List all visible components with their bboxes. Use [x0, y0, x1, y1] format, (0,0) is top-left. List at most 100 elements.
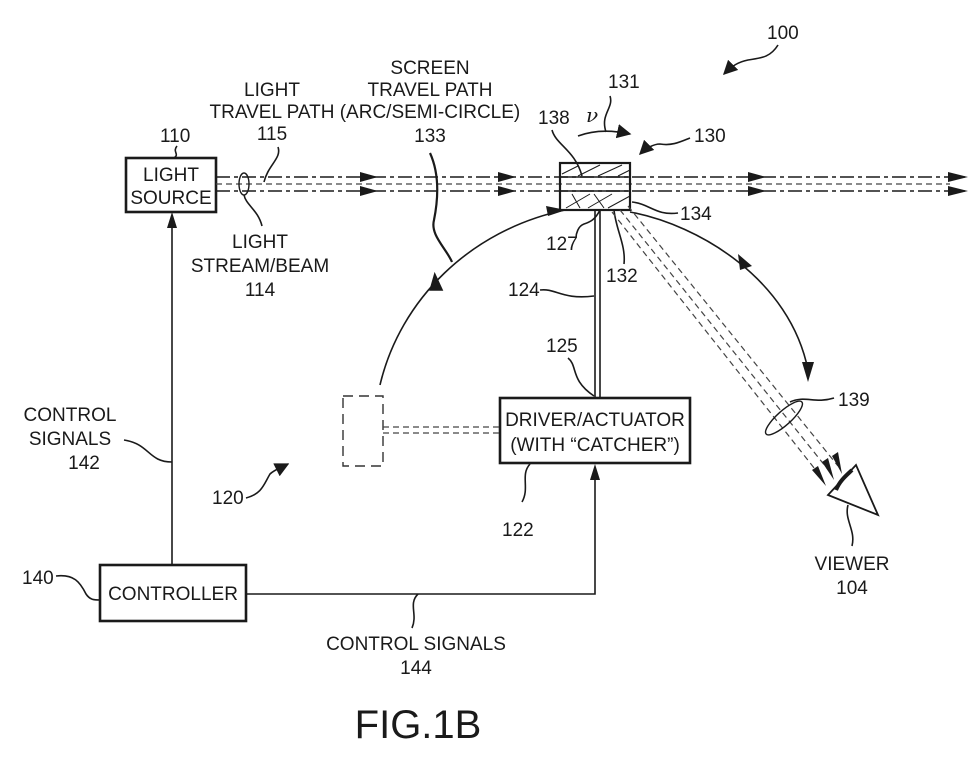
ref-132: 132: [606, 266, 638, 287]
figure-title: FIG.1B: [355, 703, 482, 747]
driver-box: [498, 396, 692, 465]
reflected-beam: [611, 211, 823, 479]
ref-134: 134: [680, 204, 712, 225]
control-signals-142-line2: SIGNALS: [29, 429, 111, 450]
ref-122: 122: [502, 520, 534, 541]
light-travel-path-label: LIGHT TRAVEL PATH 115: [210, 80, 335, 183]
velocity-indicator: ν 131: [577, 72, 640, 139]
control-signals-142-line1: CONTROL: [24, 405, 117, 426]
light-source-label-line2: SOURCE: [130, 188, 211, 209]
driver-actuator: DRIVER/ACTUATOR (WITH “CATCHER”) 122: [498, 396, 692, 541]
viewer-eye-pupil: [834, 468, 854, 491]
beam-arrow: [748, 172, 766, 182]
control-signals-142: CONTROL SIGNALS 142: [24, 212, 177, 565]
leader-122: [521, 463, 531, 503]
leader-140: [55, 574, 101, 601]
ref-127: 127: [546, 234, 578, 255]
ref-115: 115: [257, 124, 287, 145]
ref-133: 133: [414, 126, 446, 147]
arc-right: [629, 211, 809, 371]
velocity-symbol: ν: [586, 103, 598, 127]
light-stream-line2: STREAM/BEAM: [191, 256, 329, 277]
signal-arrow-144: [590, 464, 600, 480]
system-100-callout: 100: [722, 23, 799, 76]
arc-arrow: [546, 206, 566, 216]
beam-arrow: [948, 172, 968, 182]
viewer-eye-icon: [826, 463, 880, 517]
ref-144: 144: [400, 658, 432, 679]
beam-arrow: [748, 186, 766, 196]
light-stream-line1: LIGHT: [232, 232, 288, 253]
lens: 139: [764, 390, 870, 436]
screen-rest-position: [342, 395, 500, 467]
beam-arrow: [812, 466, 826, 486]
beam-arrow: [360, 172, 378, 182]
light-travel-path-line2: TRAVEL PATH: [210, 102, 335, 123]
controller-label: CONTROLLER: [108, 584, 238, 605]
leader-125: [567, 357, 595, 397]
leader-115: [263, 146, 280, 183]
leader-127: [575, 209, 601, 239]
leader-104: [846, 504, 854, 547]
beam-arrow: [498, 186, 516, 196]
light-beam: [216, 172, 968, 196]
light-travel-path-line1: LIGHT: [244, 80, 300, 101]
leader-132: [613, 209, 626, 265]
light-stream-label: LIGHT STREAM/BEAM 114: [191, 194, 329, 301]
screen-travel-path-label: SCREEN TRAVEL PATH (ARC/SEMI-CIRCLE) 133: [340, 58, 521, 263]
system-120-callout: 120: [212, 463, 290, 509]
screen-assembly: 138 130 134 127 132: [538, 108, 726, 287]
ref-142: 142: [68, 453, 100, 474]
lens-shape: [764, 400, 804, 436]
ref-124: 124: [508, 280, 540, 301]
arc-arrow: [802, 362, 814, 382]
reflected-beams: [611, 205, 842, 486]
ref-139: 139: [838, 390, 870, 411]
velocity-arrow: [577, 124, 632, 139]
leader-arrow-130: [638, 137, 691, 156]
controller: CONTROLLER 140: [22, 563, 248, 623]
ref-100: 100: [767, 23, 799, 44]
viewer: VIEWER 104: [815, 463, 890, 599]
screen-rest-box: [342, 395, 384, 467]
leader-138: [551, 129, 583, 177]
leader-arrow-100: [722, 44, 779, 76]
beam-arrow: [822, 458, 834, 480]
rod: 124 125: [508, 210, 601, 398]
leader-144: [411, 593, 419, 629]
beam-arrow: [832, 452, 842, 474]
leader-arrow-120: [245, 463, 290, 499]
leader-139: [789, 397, 835, 403]
control-signals-144: CONTROL SIGNALS 144: [246, 464, 600, 679]
leader-142: [123, 439, 173, 463]
controller-box: [98, 563, 248, 623]
screen-hatch-top: [561, 164, 631, 177]
light-source: LIGHT SOURCE 110: [124, 126, 218, 214]
ref-125: 125: [546, 336, 578, 357]
screen-travel-line1: SCREEN: [390, 58, 469, 79]
ref-120: 120: [212, 488, 244, 509]
ref-131: 131: [608, 72, 640, 93]
beam-arrow: [948, 186, 968, 196]
ref-110: 110: [160, 126, 190, 147]
ref-138: 138: [538, 108, 570, 129]
light-source-label-line1: LIGHT: [143, 165, 199, 186]
leader-134: [631, 201, 679, 215]
beam-arrow: [498, 172, 516, 182]
control-signals-144-label: CONTROL SIGNALS: [326, 634, 506, 655]
ref-130: 130: [694, 126, 726, 147]
arc-arrow: [429, 271, 444, 291]
signal-arrow-142: [167, 212, 177, 228]
screen-hatch-bottom: [565, 193, 631, 209]
ref-140: 140: [22, 568, 54, 589]
leader-131: [603, 95, 612, 133]
leader-133: [428, 152, 454, 263]
reflected-beam: [627, 205, 839, 467]
viewer-label: VIEWER: [815, 554, 890, 575]
screen-travel-line3: (ARC/SEMI-CIRCLE): [340, 102, 521, 123]
screen-travel-line2: TRAVEL PATH: [368, 80, 493, 101]
light-source-box: [124, 156, 218, 214]
driver-label-line1: DRIVER/ACTUATOR: [505, 410, 685, 431]
arc-arrow: [738, 254, 752, 270]
